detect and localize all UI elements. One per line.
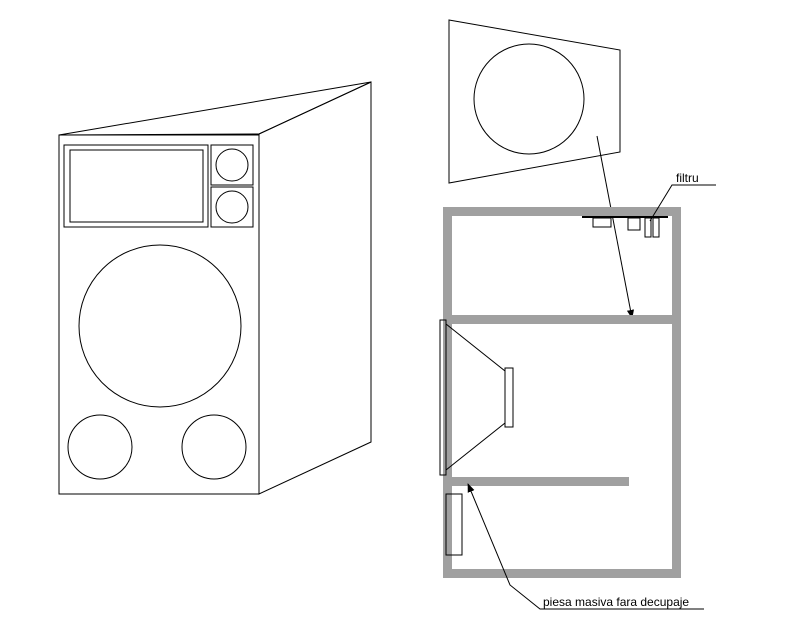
- driver-baffle-plate: [439, 319, 447, 476]
- bass-port-right: [181, 414, 247, 480]
- solid-piece-leader: [467, 483, 704, 610]
- baffle-panel: [448, 19, 635, 319]
- front-display-frame: [63, 144, 209, 228]
- baffle-outline: [448, 19, 621, 184]
- solid-piece-label: piesa masiva fara decupaje: [543, 595, 689, 609]
- baffle-driver-cutout: [473, 43, 585, 155]
- woofer: [78, 244, 242, 408]
- driver-magnet: [504, 367, 514, 428]
- port-block: [445, 493, 463, 556]
- front-display-window: [69, 149, 204, 223]
- section-shelf-lower: [447, 477, 629, 486]
- cabinet-front-face: [58, 134, 260, 495]
- driver-cone: [445, 323, 506, 471]
- section-outer-wall: [443, 207, 681, 578]
- bass-port-left: [67, 414, 133, 480]
- tweeter-frame-top: [210, 144, 254, 186]
- section-shelf-upper: [447, 315, 677, 324]
- filter-component-2: [627, 217, 641, 231]
- cabinet-side-face: [258, 81, 372, 495]
- filter-leader-line: [649, 184, 716, 222]
- tweeter-top: [215, 148, 249, 182]
- cabinet-cross-section: filtru piesa masiva fara decupaje: [439, 171, 716, 610]
- filter-component-4: [652, 217, 660, 238]
- cabinet-top-face: [58, 81, 372, 136]
- baffle-arrow: [596, 135, 635, 319]
- tweeter-bottom: [215, 190, 249, 224]
- filter-label: filtru: [676, 171, 699, 185]
- filter-component-1: [592, 217, 612, 228]
- cabinet-perspective: [58, 81, 372, 495]
- filter-component-3: [644, 217, 652, 238]
- tweeter-frame-bottom: [210, 186, 254, 228]
